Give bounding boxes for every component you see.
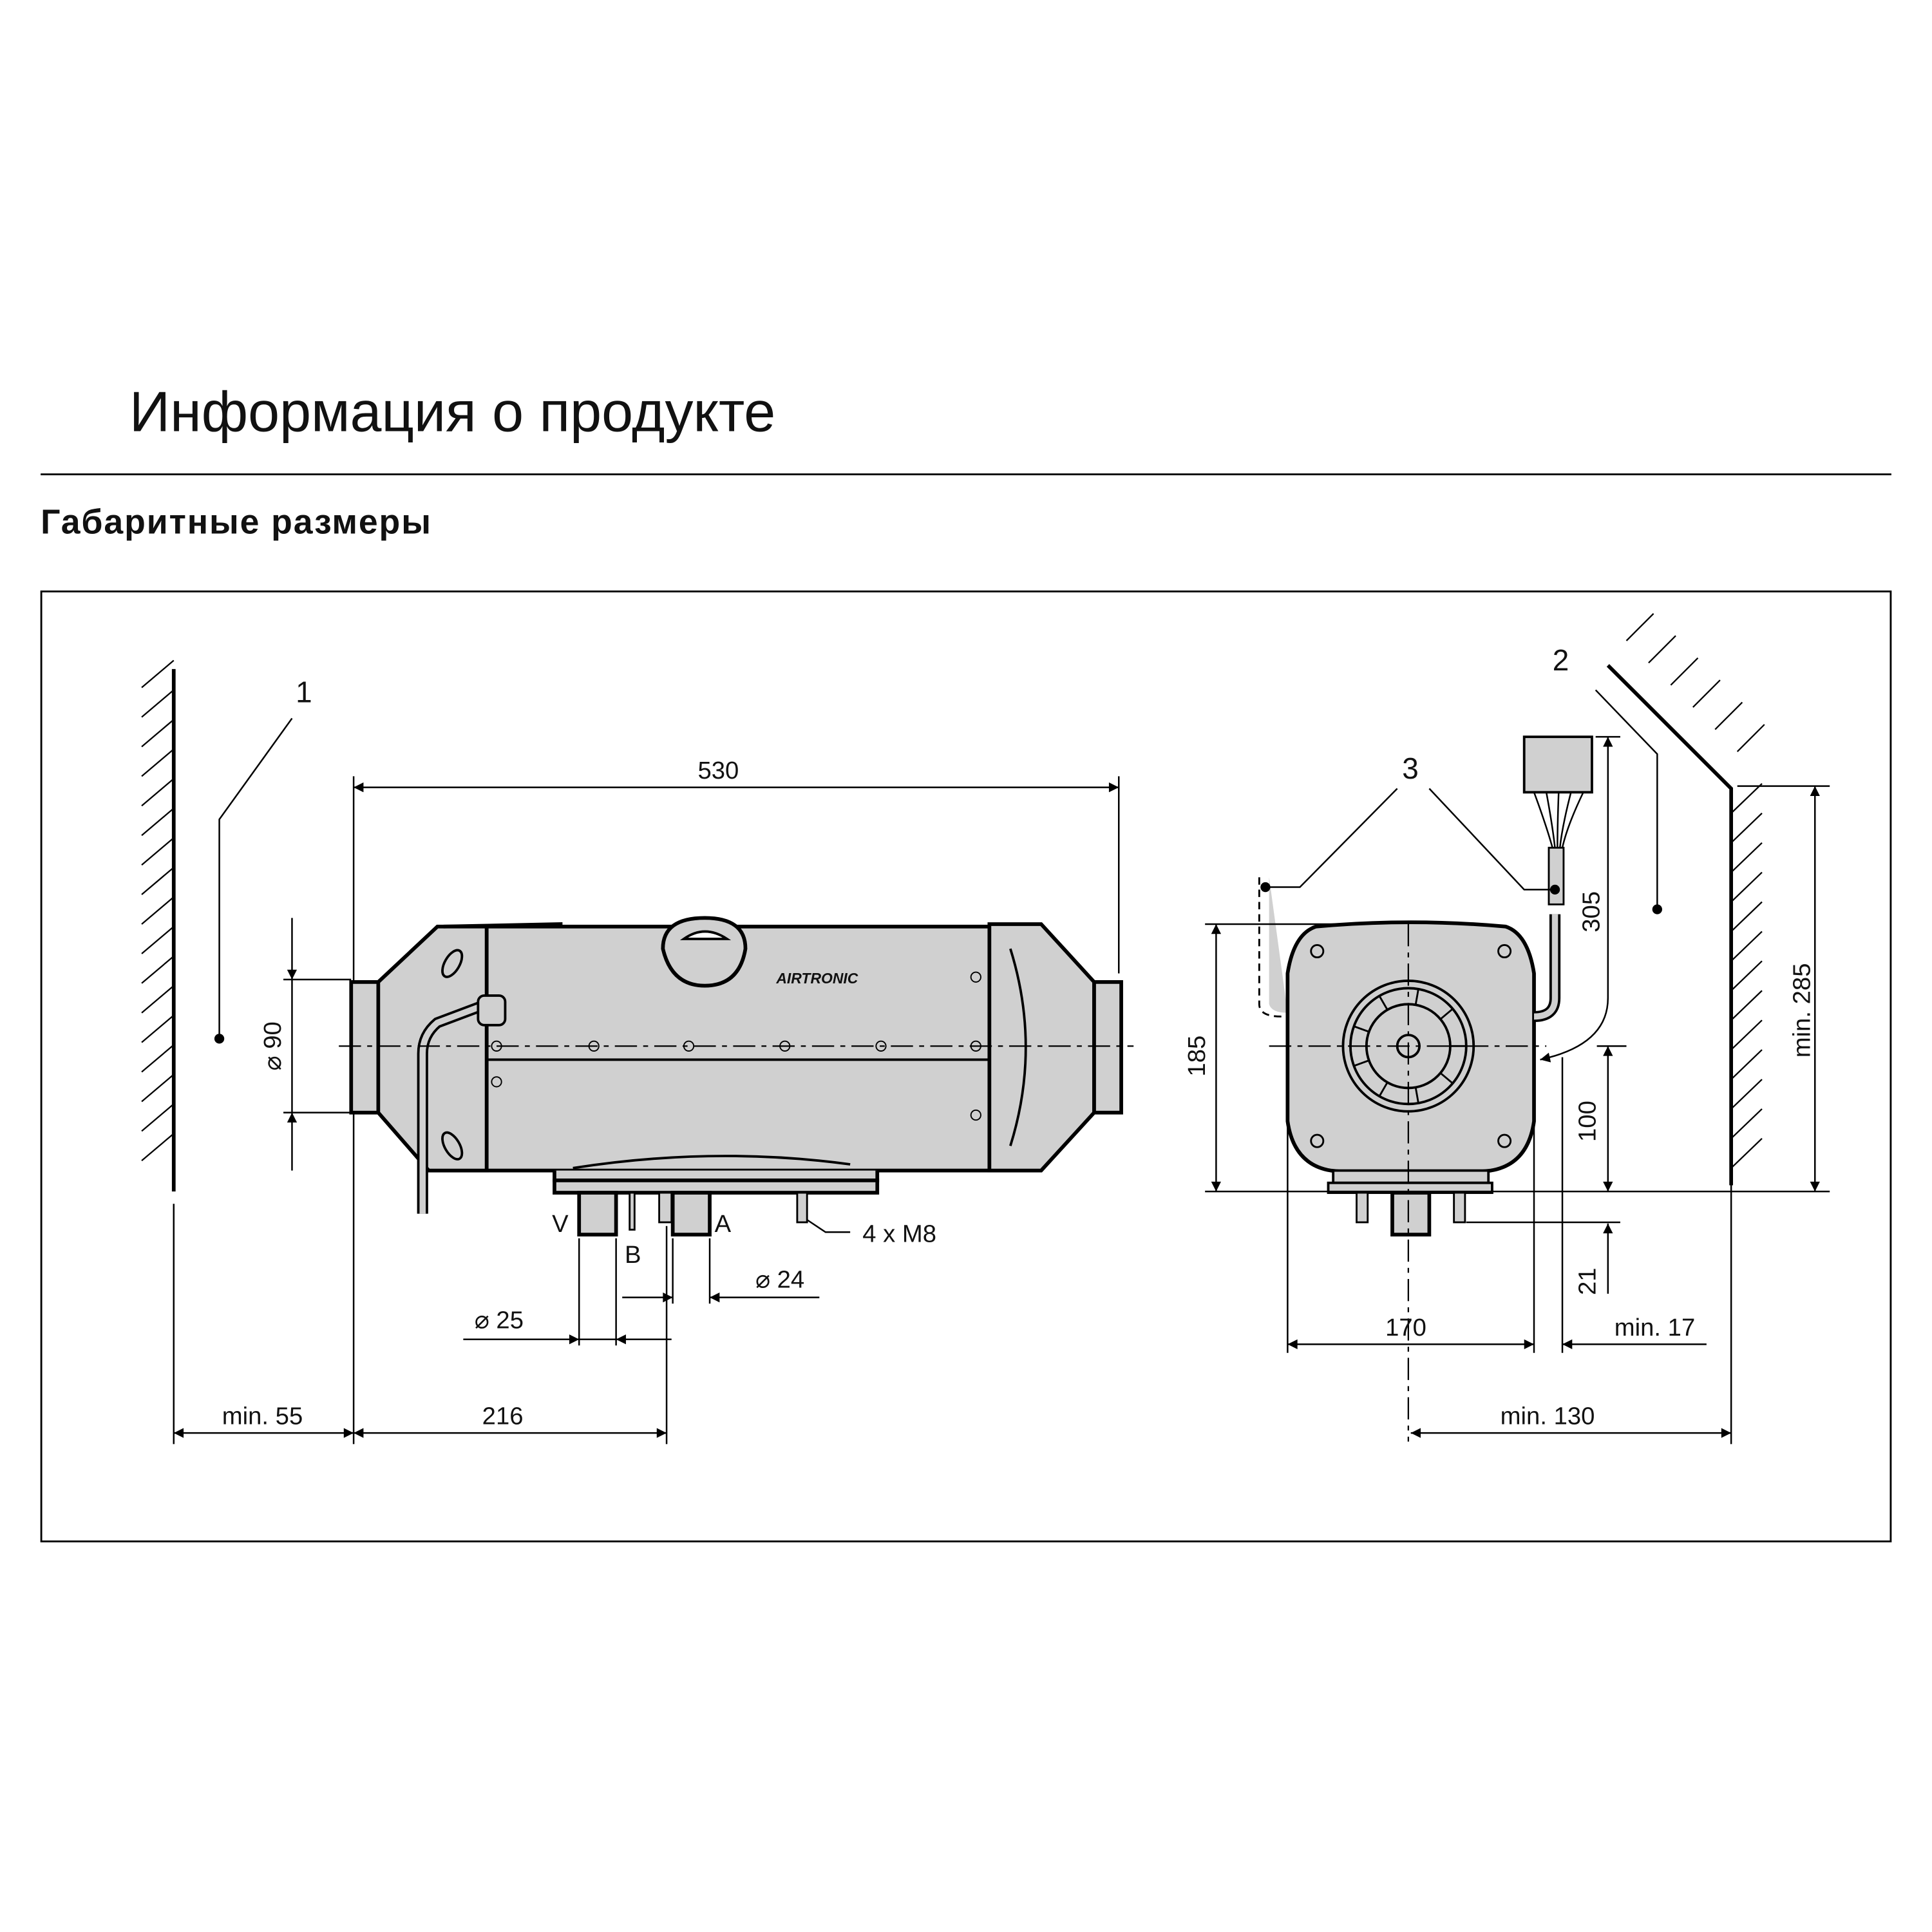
hatch-line: [1714, 701, 1743, 730]
dim-clearance-side: min. 17: [1615, 1314, 1695, 1341]
hatch-line: [141, 867, 175, 895]
dim-wall-height: min. 285: [1788, 963, 1816, 1058]
dim-stud-length: 21: [1574, 1268, 1602, 1296]
dim-clearance-wall: min. 130: [1501, 1403, 1595, 1430]
left-wall: [141, 659, 176, 1192]
screw-icon: [491, 1076, 502, 1088]
hatch-line: [141, 1074, 175, 1103]
dim-port-lines: [463, 1219, 851, 1444]
hatch-line: [141, 925, 175, 954]
port-a-label: A: [715, 1210, 732, 1238]
hatch-line: [141, 1044, 175, 1073]
callout-2-leader: [1595, 689, 1658, 909]
hatch-line: [1625, 612, 1654, 641]
callout-1-leader: [218, 717, 293, 1039]
dim-width: 170: [1385, 1314, 1426, 1341]
front-dim-lines: [1205, 735, 1830, 1444]
hatch-line: [141, 985, 175, 1014]
hatch-line: [1730, 783, 1763, 814]
hatch-line: [1730, 1019, 1763, 1050]
hatch-line: [1648, 635, 1676, 664]
hatch-line: [141, 689, 175, 718]
hatch-line: [141, 808, 175, 837]
hatch-line: [1692, 679, 1721, 708]
hatch-line: [141, 1014, 175, 1043]
page-title: Информация о продукте: [129, 380, 775, 444]
fan-vane: [1378, 1081, 1388, 1097]
hatch-line: [1730, 871, 1763, 903]
fan-vane: [1414, 989, 1419, 1005]
hatch-line: [141, 896, 175, 925]
fan-vane: [1439, 1008, 1454, 1020]
dim-pipe-diameter-lines: [283, 918, 352, 1171]
hatch-line: [1730, 812, 1763, 844]
hatch-line: [1670, 657, 1699, 686]
callout-3-dot-left: [1260, 882, 1271, 893]
hatch-line: [141, 1103, 175, 1132]
callout-3-leader-left: [1265, 788, 1398, 888]
screw-icon: [970, 971, 981, 983]
fan-vane: [1353, 1059, 1370, 1067]
dim-clearance-left: min. 55: [222, 1403, 303, 1430]
hatch-line: [141, 748, 175, 777]
fan-vane: [1353, 1025, 1370, 1033]
fan-vane: [1414, 1087, 1419, 1104]
section-title: Габаритные размеры: [41, 503, 432, 541]
brand-logo: AIRTRONIC: [775, 970, 858, 987]
right-wall: [1606, 612, 1765, 1186]
callout-2: 2: [1553, 643, 1569, 677]
dim-center-height: 100: [1574, 1101, 1602, 1142]
hatch-line: [1730, 1079, 1763, 1110]
hatch-line: [141, 778, 175, 807]
air-intake-cap: [661, 916, 748, 988]
dim-diameter-25: ⌀ 25: [475, 1306, 524, 1334]
port-v-label: V: [552, 1210, 569, 1238]
hatch-line: [141, 955, 175, 984]
connector-plug: [1522, 735, 1593, 848]
hatch-line: [141, 659, 175, 688]
fan-vane: [1439, 1072, 1454, 1084]
callout-1-dot: [214, 1034, 225, 1044]
dim-pipe-diameter: ⌀ 90: [259, 1021, 287, 1070]
callout-3: 3: [1402, 752, 1419, 785]
dim-cable-length: 305: [1577, 891, 1605, 933]
drawing-frame: [40, 590, 1892, 1542]
fan-vane: [1378, 995, 1388, 1010]
heater-front-view: [1258, 735, 1593, 1442]
hatch-line: [1730, 960, 1763, 992]
port-b-label: B: [625, 1241, 641, 1269]
dim-length: 530: [698, 757, 739, 784]
dim-height: 185: [1183, 1036, 1211, 1077]
screw-icon: [970, 1109, 981, 1121]
hatch-line: [141, 719, 175, 748]
hatch-line: [1730, 1108, 1763, 1139]
callout-3-dot-right: [1549, 884, 1560, 895]
callout-3-leader-right: [1428, 788, 1555, 891]
hatch-line: [1736, 724, 1765, 752]
mount-studs-label: 4 x M8: [862, 1220, 936, 1248]
heater-side-view: AIRTRONIC: [339, 776, 1134, 1444]
hatch-line: [1730, 1049, 1763, 1080]
dim-offset: 216: [482, 1403, 524, 1430]
hatch-line: [1730, 901, 1763, 933]
callout-1: 1: [296, 676, 312, 709]
callout-2-dot: [1652, 904, 1662, 914]
dim-diameter-24: ⌀ 24: [755, 1265, 804, 1293]
hatch-line: [141, 1133, 175, 1162]
hatch-line: [1730, 1138, 1763, 1169]
hatch-line: [1730, 842, 1763, 873]
hatch-line: [141, 837, 175, 866]
hatch-line: [1730, 990, 1763, 1021]
hatch-line: [1730, 931, 1763, 962]
